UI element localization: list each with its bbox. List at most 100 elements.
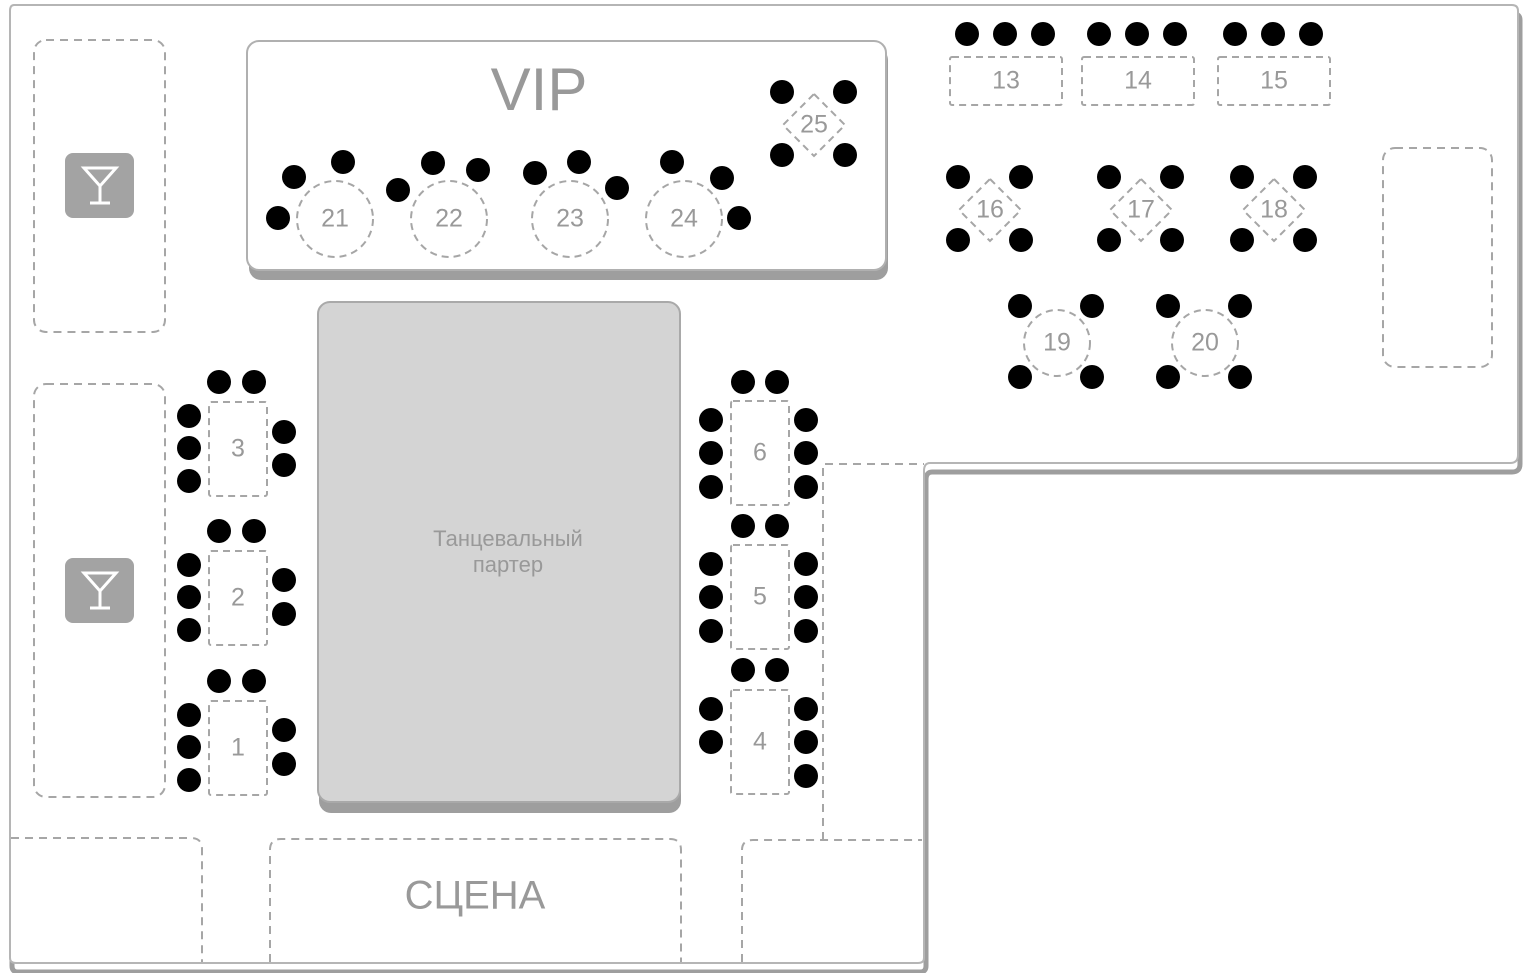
seat-3-3[interactable]: [177, 404, 201, 428]
seat-22-2[interactable]: [466, 158, 490, 182]
seat-2-5[interactable]: [177, 618, 201, 642]
seat-18-2[interactable]: [1293, 165, 1317, 189]
seat-20-2[interactable]: [1228, 294, 1252, 318]
seat-16-2[interactable]: [1009, 165, 1033, 189]
table-19-shape[interactable]: [1023, 309, 1091, 377]
seat-1-6[interactable]: [272, 718, 296, 742]
table-23[interactable]: 23: [523, 150, 629, 258]
seat-5-7[interactable]: [794, 585, 818, 609]
seat-3-5[interactable]: [177, 469, 201, 493]
seat-25-2[interactable]: [833, 80, 857, 104]
seat-6-1[interactable]: [731, 370, 755, 394]
table-13[interactable]: 13: [949, 22, 1063, 106]
seat-4-5[interactable]: [794, 697, 818, 721]
seat-21-3[interactable]: [266, 206, 290, 230]
seat-23-1[interactable]: [523, 161, 547, 185]
table-6[interactable]: 6: [699, 370, 818, 506]
seat-3-1[interactable]: [207, 370, 231, 394]
seat-6-3[interactable]: [699, 408, 723, 432]
table-21[interactable]: 21: [266, 150, 374, 258]
seat-23-2[interactable]: [567, 150, 591, 174]
seat-6-6[interactable]: [794, 408, 818, 432]
table-15[interactable]: 15: [1217, 22, 1331, 106]
seat-22-1[interactable]: [421, 151, 445, 175]
seat-5-1[interactable]: [731, 514, 755, 538]
seat-16-1[interactable]: [946, 165, 970, 189]
seat-15-3[interactable]: [1299, 22, 1323, 46]
seat-6-4[interactable]: [699, 441, 723, 465]
seat-17-2[interactable]: [1160, 165, 1184, 189]
seat-3-4[interactable]: [177, 436, 201, 460]
seat-2-6[interactable]: [272, 568, 296, 592]
table-5[interactable]: 5: [699, 514, 818, 650]
table-15-shape[interactable]: [1217, 56, 1331, 106]
table-1-shape[interactable]: [208, 700, 268, 796]
seat-4-1[interactable]: [731, 658, 755, 682]
table-3[interactable]: 3: [177, 370, 296, 497]
table-4[interactable]: 4: [699, 658, 818, 795]
seat-19-4[interactable]: [1080, 365, 1104, 389]
seat-6-8[interactable]: [794, 475, 818, 499]
table-25[interactable]: 25: [770, 80, 857, 167]
seat-5-8[interactable]: [794, 619, 818, 643]
seat-20-3[interactable]: [1156, 365, 1180, 389]
table-5-shape[interactable]: [730, 544, 790, 650]
seat-1-5[interactable]: [177, 768, 201, 792]
seat-17-1[interactable]: [1097, 165, 1121, 189]
seat-14-2[interactable]: [1125, 22, 1149, 46]
table-13-shape[interactable]: [949, 56, 1063, 106]
seat-19-2[interactable]: [1080, 294, 1104, 318]
seat-13-1[interactable]: [955, 22, 979, 46]
table-24-shape[interactable]: [645, 180, 723, 258]
seat-24-3[interactable]: [727, 206, 751, 230]
seat-21-2[interactable]: [331, 150, 355, 174]
seat-6-2[interactable]: [765, 370, 789, 394]
seat-24-1[interactable]: [660, 150, 684, 174]
seat-19-1[interactable]: [1008, 294, 1032, 318]
table-22-shape[interactable]: [410, 180, 488, 258]
table-14-shape[interactable]: [1081, 56, 1195, 106]
table-3-shape[interactable]: [208, 401, 268, 497]
seat-6-5[interactable]: [699, 475, 723, 499]
table-2[interactable]: 2: [177, 519, 296, 646]
table-1[interactable]: 1: [177, 669, 296, 796]
seat-15-2[interactable]: [1261, 22, 1285, 46]
seat-16-4[interactable]: [1009, 228, 1033, 252]
seat-4-4[interactable]: [699, 730, 723, 754]
seat-1-4[interactable]: [177, 735, 201, 759]
seat-21-1[interactable]: [282, 165, 306, 189]
seat-20-1[interactable]: [1156, 294, 1180, 318]
seat-5-3[interactable]: [699, 552, 723, 576]
seat-1-7[interactable]: [272, 752, 296, 776]
seat-5-6[interactable]: [794, 552, 818, 576]
seat-22-3[interactable]: [386, 178, 410, 202]
table-16[interactable]: 16: [946, 165, 1033, 252]
seat-25-1[interactable]: [770, 80, 794, 104]
seat-1-3[interactable]: [177, 703, 201, 727]
seat-4-7[interactable]: [794, 764, 818, 788]
seat-3-6[interactable]: [272, 420, 296, 444]
seat-3-2[interactable]: [242, 370, 266, 394]
table-4-shape[interactable]: [730, 689, 790, 795]
seat-2-4[interactable]: [177, 585, 201, 609]
table-14[interactable]: 14: [1081, 22, 1195, 106]
seat-17-4[interactable]: [1160, 228, 1184, 252]
table-19[interactable]: 19: [1008, 294, 1104, 389]
table-16-shape[interactable]: [957, 177, 1023, 243]
seat-2-7[interactable]: [272, 602, 296, 626]
table-18-shape[interactable]: [1241, 177, 1307, 243]
seat-25-4[interactable]: [833, 143, 857, 167]
table-24[interactable]: 24: [645, 150, 751, 258]
seat-18-1[interactable]: [1230, 165, 1254, 189]
seat-13-3[interactable]: [1031, 22, 1055, 46]
seat-23-3[interactable]: [605, 176, 629, 200]
seat-18-4[interactable]: [1293, 228, 1317, 252]
table-17-shape[interactable]: [1108, 177, 1174, 243]
seat-25-3[interactable]: [770, 143, 794, 167]
seat-6-7[interactable]: [794, 441, 818, 465]
seat-18-3[interactable]: [1230, 228, 1254, 252]
seat-5-2[interactable]: [765, 514, 789, 538]
seat-17-3[interactable]: [1097, 228, 1121, 252]
seat-2-2[interactable]: [242, 519, 266, 543]
seat-2-1[interactable]: [207, 519, 231, 543]
